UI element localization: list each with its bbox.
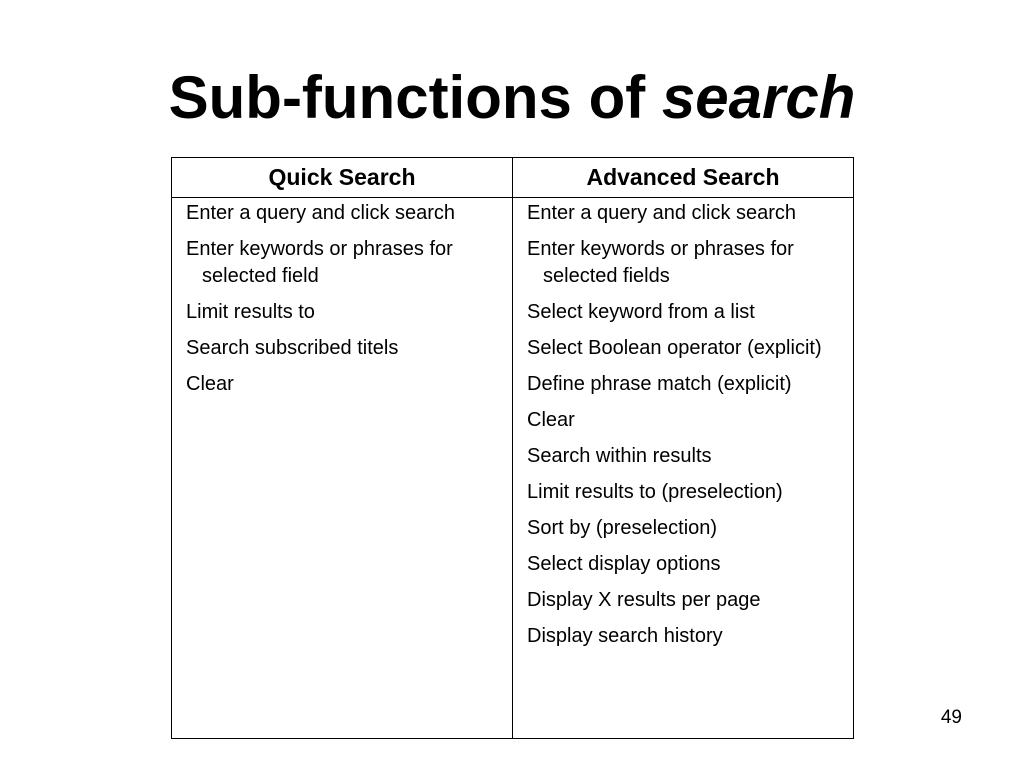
list-item: Enter keywords or phrases for selected f… (186, 238, 453, 287)
list-item: Enter a query and click search (186, 202, 456, 224)
slide-title: Sub-functions of search (0, 60, 1024, 136)
slide-title-emphasis: search (661, 64, 856, 131)
list-item: Display search history (527, 625, 723, 647)
column-header-advanced-search: Advanced Search (513, 158, 853, 198)
list-item: Limit results to (186, 301, 315, 323)
list-item: Display X results per page (527, 589, 761, 611)
list-item: Define phrase match (explicit) (527, 373, 792, 395)
column-header-quick-search: Quick Search (172, 158, 513, 198)
list-item: Enter keywords or phrases for selected f… (527, 238, 794, 287)
comparison-table: Quick Search Advanced Search Enter a que… (171, 157, 854, 739)
list-item: Limit results to (preselection) (527, 481, 783, 503)
list-item: Select display options (527, 553, 721, 575)
list-item: Select keyword from a list (527, 301, 755, 323)
list-item: Clear (186, 373, 234, 395)
list-item: Search within results (527, 445, 712, 467)
list-item: Sort by (preselection) (527, 517, 718, 539)
quick-search-list: Enter a query and click search Enter key… (172, 198, 513, 738)
list-item: Select Boolean operator (explicit) (527, 337, 822, 359)
page-number: 49 (940, 707, 962, 728)
list-item: Enter a query and click search (527, 202, 797, 224)
list-item: Clear (527, 409, 575, 431)
list-item: Search subscribed titels (186, 337, 399, 359)
advanced-search-list: Enter a query and click search Enter key… (513, 198, 853, 738)
slide-title-main: Sub-functions of (168, 64, 662, 131)
